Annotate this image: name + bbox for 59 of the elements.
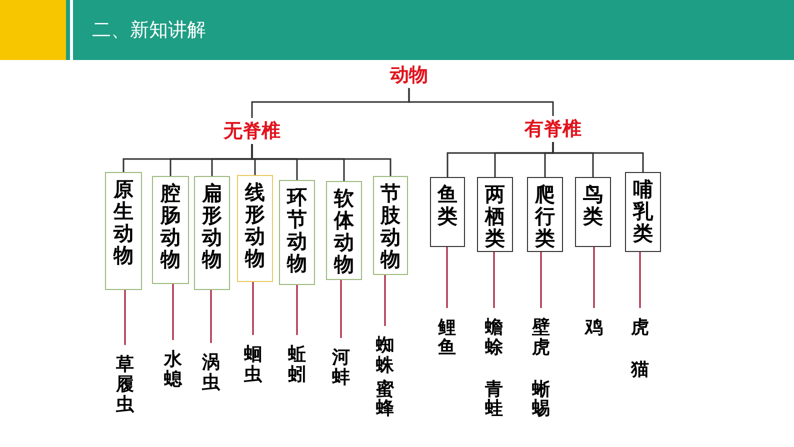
group-box: [326, 181, 362, 280]
example-animal: 蜜蜂: [376, 380, 394, 420]
example-animal: 壁虎: [532, 318, 550, 358]
group-box: [279, 180, 315, 285]
leader-line: [340, 280, 342, 338]
group-name: 爬行类: [535, 183, 555, 251]
group-name: 原生动物: [114, 178, 134, 269]
tree-connector: [408, 88, 554, 116]
example-animal: 鸡: [585, 318, 603, 338]
slide-title: 二、新知讲解: [92, 18, 206, 43]
category-heading: 无脊椎: [218, 118, 286, 144]
group-name: 扁形动物: [202, 182, 222, 273]
example-animal: 草履虫: [116, 355, 134, 414]
tree-connector: [251, 144, 392, 176]
example-animal: 涡虫: [202, 353, 220, 393]
group-name: 哺乳类: [633, 178, 653, 247]
category-heading: 动物: [380, 62, 438, 88]
example-animal: 虎: [631, 318, 649, 338]
group-box: [373, 176, 408, 275]
leader-line: [172, 284, 174, 340]
example-animal: 河蚌: [332, 348, 350, 388]
group-name: 腔肠动物: [160, 182, 180, 273]
example-animal: 青蛙: [485, 380, 503, 420]
group-box: [430, 177, 465, 247]
group-name: 节肢动物: [380, 182, 400, 273]
group-name: 两栖类: [485, 183, 505, 251]
example-animal: 猫: [631, 360, 649, 380]
example-animal: 蚯蚓: [288, 345, 306, 385]
group-name: 软体动物: [334, 187, 354, 278]
leader-line: [384, 275, 386, 326]
leader-line: [252, 282, 254, 335]
group-box: [527, 177, 563, 252]
tree-connector: [552, 142, 644, 172]
group-box: [194, 176, 230, 290]
leader-line: [446, 247, 448, 308]
leader-line: [493, 252, 495, 308]
leader-line: [639, 252, 641, 308]
group-box: [152, 176, 189, 284]
example-animal: 蛔虫: [244, 345, 262, 385]
group-name: 鱼类: [438, 183, 458, 230]
group-name: 鸟类: [583, 183, 603, 230]
example-animal: 水螅: [164, 350, 182, 390]
group-name: 线形动物: [245, 181, 265, 272]
example-animal: 蟾蜍: [485, 318, 503, 358]
example-animal: 蜥蜴: [532, 380, 550, 420]
group-box: [105, 172, 142, 290]
group-box: [237, 175, 273, 282]
group-box: [477, 177, 513, 252]
leader-line: [210, 290, 212, 343]
group-box: [575, 177, 611, 247]
group-name: 环节动物: [287, 186, 307, 277]
leader-line: [296, 285, 298, 335]
example-animal: 鲤鱼: [438, 318, 456, 358]
leader-line: [540, 252, 542, 308]
category-heading: 有脊椎: [518, 116, 588, 142]
example-animal: 蜘蛛: [376, 336, 394, 376]
group-box: [625, 172, 661, 252]
leader-line: [593, 247, 595, 308]
leader-line: [124, 290, 126, 345]
